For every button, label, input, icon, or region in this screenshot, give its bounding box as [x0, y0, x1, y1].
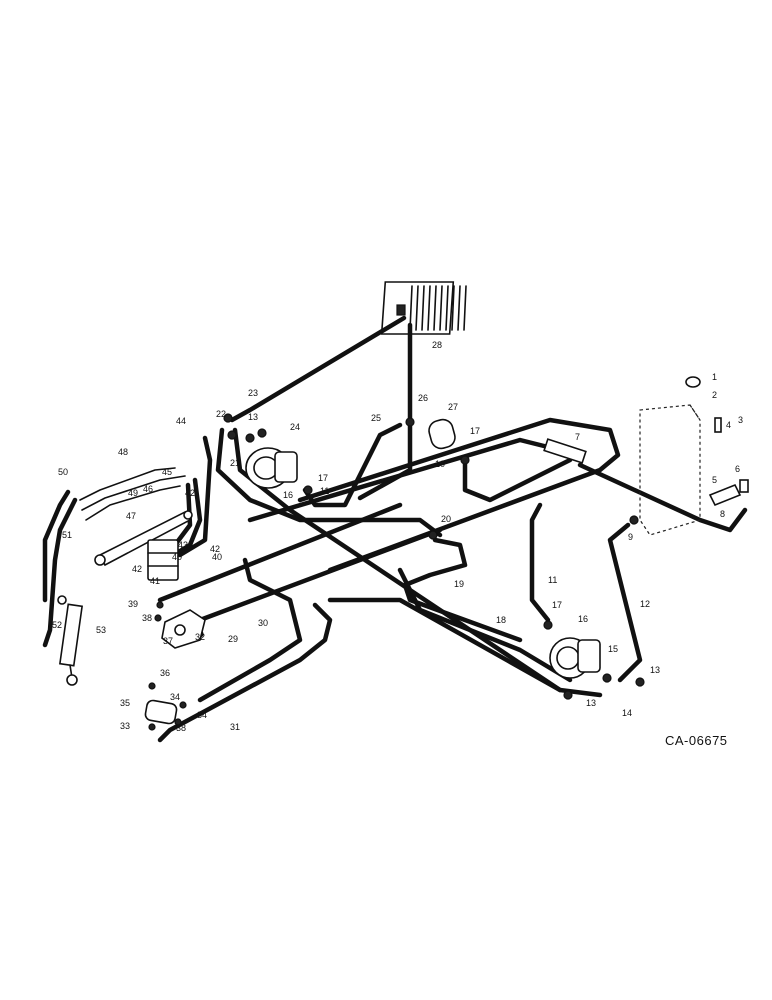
callout: 17 — [318, 473, 328, 483]
cylinder-47 — [94, 510, 193, 567]
callout: 44 — [176, 416, 186, 426]
callout: 10 — [435, 459, 445, 469]
thin-lines-48-49 — [79, 467, 186, 521]
callout: 22 — [216, 409, 226, 419]
callout: 20 — [441, 514, 451, 524]
callout: 51 — [62, 530, 72, 540]
filter — [428, 418, 456, 450]
callout: 13 — [650, 665, 660, 675]
callout: 42 — [132, 564, 142, 574]
fittings — [148, 413, 645, 731]
callout: 13 — [586, 698, 596, 708]
callout: 16 — [578, 614, 588, 624]
callout: 3 — [738, 415, 743, 425]
callout: 31 — [230, 722, 240, 732]
callout: 53 — [96, 625, 106, 635]
cylinder-53 — [57, 595, 84, 686]
callout: 52 — [52, 620, 62, 630]
callout: 41 — [150, 576, 160, 586]
callout: 45 — [162, 467, 172, 477]
callout: 40 — [172, 552, 182, 562]
callout: 18 — [496, 615, 506, 625]
callout: 35 — [120, 698, 130, 708]
callout: 25 — [371, 413, 381, 423]
callout: 8 — [720, 509, 725, 519]
callout: 36 — [160, 668, 170, 678]
callout: 39 — [128, 599, 138, 609]
callout: 34 — [170, 692, 180, 702]
callout: 14 — [622, 708, 632, 718]
reservoir-tank — [639, 376, 749, 536]
callout: 42 — [210, 544, 220, 554]
callout: 30 — [258, 618, 268, 628]
callout: 2 — [712, 390, 717, 400]
callout: 9 — [628, 532, 633, 542]
callout: 19 — [454, 579, 464, 589]
callout: 21 — [230, 458, 240, 468]
callout: 40 — [212, 552, 222, 562]
callout: 29 — [228, 634, 238, 644]
callout: 24 — [290, 422, 300, 432]
callout: 33 — [120, 721, 130, 731]
callout: 26 — [418, 393, 428, 403]
callout: 16 — [283, 490, 293, 500]
callout: 32 — [195, 632, 205, 642]
callout: 43 — [178, 540, 188, 550]
callout: 34 — [197, 710, 207, 720]
valve-bank — [147, 539, 179, 581]
callout: 28 — [432, 340, 442, 350]
callout-labels: 1 2 3 4 5 6 7 8 9 10 11 11 12 13 13 13 1… — [52, 340, 743, 733]
callout: 46 — [143, 484, 153, 494]
drawing-code: CA-06675 — [665, 733, 728, 748]
callout: 13 — [248, 412, 258, 422]
callout: 17 — [470, 426, 480, 436]
callout: 23 — [248, 388, 258, 398]
callout: 4 — [726, 420, 731, 430]
control-valve — [161, 609, 206, 649]
upper-pump — [245, 428, 298, 489]
callout: 47 — [126, 511, 136, 521]
callout: 5 — [712, 475, 717, 485]
callout: 49 — [128, 488, 138, 498]
callout: 42 — [185, 488, 195, 498]
callout: 48 — [118, 447, 128, 457]
callout: 17 — [552, 600, 562, 610]
callout: 37 — [163, 636, 173, 646]
callout: 7 — [575, 432, 580, 442]
callout: 38 — [176, 723, 186, 733]
callout: 15 — [608, 644, 618, 654]
callout: 38 — [142, 613, 152, 623]
callout: 50 — [58, 467, 68, 477]
callout: 27 — [448, 402, 458, 412]
callout: 6 — [735, 464, 740, 474]
callout: 11 — [548, 575, 557, 585]
callout: 12 — [640, 599, 650, 609]
callout: 11 — [320, 486, 329, 496]
callout: 1 — [712, 372, 717, 382]
motor — [144, 699, 178, 725]
lower-pump — [549, 637, 601, 679]
